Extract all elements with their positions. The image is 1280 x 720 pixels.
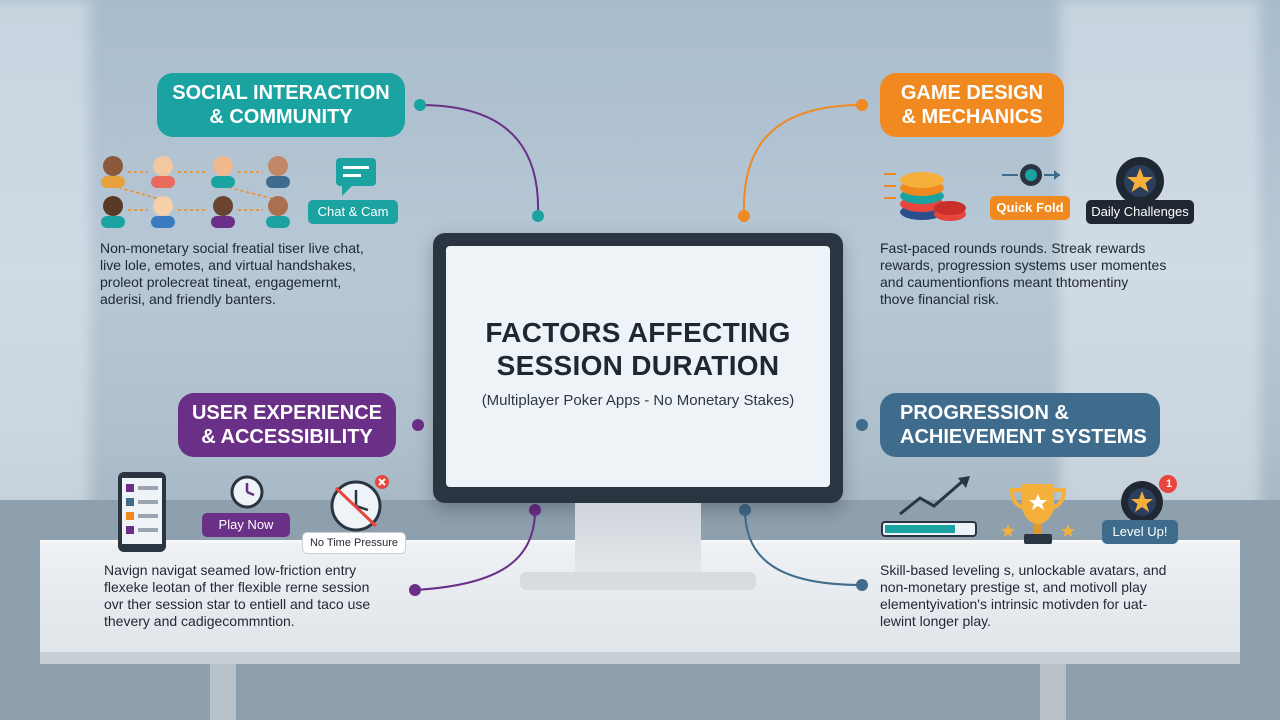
monitor-screen: FACTORS AFFECTING SESSION DURATION (Mult… (446, 246, 830, 487)
game-desc-line: thove financial risk. (880, 291, 1000, 307)
no-time-pressure-tag: No Time Pressure (302, 532, 406, 554)
social-desc-line: Non-monetary social freatial tiser live … (100, 240, 364, 256)
social-description: Non-monetary social freatial tiser live … (100, 240, 420, 308)
window-light-left (0, 0, 90, 520)
desk-leg (1040, 664, 1066, 720)
progression-desc-line: lewint longer play. (880, 613, 992, 629)
game-description: Fast-paced rounds rounds. Streak rewards… (880, 240, 1210, 308)
center-subtitle: (Multiplayer Poker Apps - No Monetary St… (481, 392, 795, 409)
ux-desc-line: flexeke leotan of ther flexible rerne se… (104, 579, 370, 595)
quick-fold-tag: Quick Fold (990, 196, 1070, 220)
clock-icon (230, 475, 264, 509)
fold-arrows-icon (1002, 164, 1060, 186)
level-chip-icon (1121, 475, 1177, 523)
monitor-stand (575, 503, 701, 575)
monitor-base (520, 572, 756, 590)
social-title-pill: SOCIAL INTERACTION & COMMUNITY (157, 73, 405, 137)
game-title-line1: GAME DESIGN (900, 82, 1044, 104)
monitor: FACTORS AFFECTING SESSION DURATION (Mult… (433, 233, 843, 503)
ux-description: Navign navigat seamed low-friction entry… (104, 562, 424, 630)
desk-leg (210, 664, 236, 720)
ux-desc-line: thevery and cadigecommntion. (104, 613, 295, 629)
progress-chart-icon (881, 476, 977, 537)
trophy-icon (1001, 484, 1075, 544)
progression-title-line1: PROGRESSION & (900, 402, 1069, 424)
center-title-line2: SESSION DURATION (496, 350, 780, 381)
ux-title-line1: USER EXPERIENCE (191, 402, 383, 424)
daily-challenges-tag: Daily Challenges (1086, 200, 1194, 224)
game-desc-line: rewards, progression systems user moment… (880, 257, 1167, 273)
progression-title-pill: PROGRESSION & ACHIEVEMENT SYSTEMS (880, 393, 1160, 457)
play-now-tag[interactable]: Play Now (202, 513, 290, 537)
notification-count: 1 (1165, 478, 1173, 490)
smartphone-icon (118, 472, 166, 552)
poker-chips-icon (884, 172, 966, 221)
social-title-line1: SOCIAL INTERACTION (172, 82, 390, 104)
progression-desc-line: Skill-based leveling s, unlockable avata… (880, 562, 1167, 578)
game-desc-line: and caumentionfions meant thtomentiny (880, 274, 1129, 290)
game-title-pill: GAME DESIGN & MECHANICS (880, 73, 1064, 137)
ux-desc-line: Navign navigat seamed low-friction entry (104, 562, 357, 578)
level-up-tag: Level Up! (1102, 520, 1178, 544)
no-time-pressure-icon (330, 475, 389, 532)
progression-title-line2: ACHIEVEMENT SYSTEMS (900, 426, 1147, 448)
chat-cam-tag: Chat & Cam (308, 200, 398, 224)
ux-title-line2: & ACCESSIBILITY (201, 426, 373, 448)
social-desc-line: proleot prolecreat tineat, engagemernt, (100, 274, 342, 290)
ux-desc-line: ovr ther session star to entiell and tac… (104, 596, 371, 612)
social-desc-line: live lole, emotes, and virtual handshake… (100, 257, 357, 273)
desk-edge (40, 652, 1240, 664)
community-avatars-icon (101, 156, 290, 228)
center-title: FACTORS AFFECTING SESSION DURATION (446, 316, 830, 382)
center-title-line1: FACTORS AFFECTING (485, 317, 791, 348)
game-desc-line: Fast-paced rounds rounds. Streak rewards (880, 240, 1146, 256)
social-desc-line: aderisi, and friendly banters. (100, 291, 276, 307)
chat-bubble-icon (336, 158, 376, 196)
progression-desc-line: non-monetary prestige st, and motivoll p… (880, 579, 1147, 595)
star-chip-icon (1116, 157, 1164, 205)
social-title-line2: & COMMUNITY (209, 106, 353, 128)
progression-desc-line: elementyivation's intrinsic motivden for… (880, 596, 1148, 612)
ux-title-pill: USER EXPERIENCE & ACCESSIBILITY (178, 393, 396, 457)
game-title-line2: & MECHANICS (901, 106, 1043, 128)
progression-description: Skill-based leveling s, unlockable avata… (880, 562, 1220, 630)
